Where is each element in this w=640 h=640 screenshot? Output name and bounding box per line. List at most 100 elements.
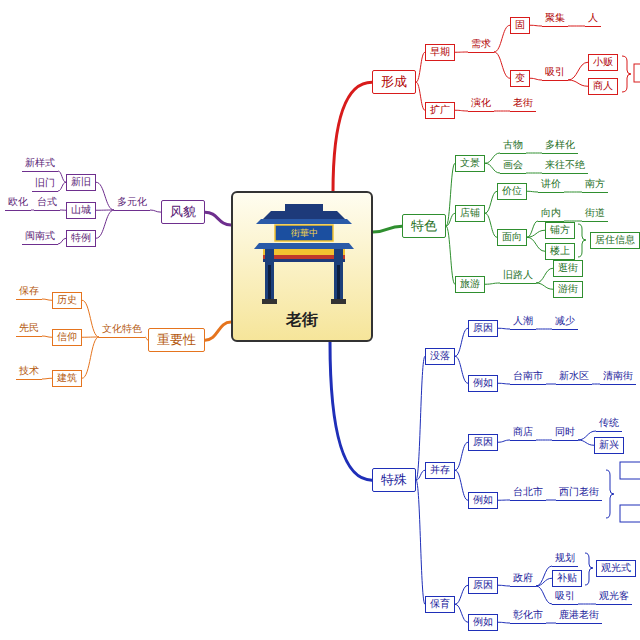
branch-line (455, 356, 468, 383)
branch-line (455, 604, 468, 622)
topic-box: 扩广 (425, 102, 455, 119)
topic-line: 彰化市 (510, 609, 546, 624)
topic-text: 闽南式 (25, 230, 55, 241)
topic-text: 逛街 (558, 262, 578, 273)
topic-line: 人 (585, 12, 601, 27)
topic-text: 旧路人 (503, 269, 533, 280)
branch-line (42, 378, 52, 380)
branch-line (455, 52, 468, 53)
topic-line: 清南街 (600, 370, 636, 385)
topic-box: 铺方 (545, 222, 575, 239)
topic-box: 并存 (425, 462, 455, 479)
topic-line: 鹿港老街 (556, 609, 602, 624)
topic-text: 规划 (555, 552, 575, 563)
branch-line (527, 230, 545, 237)
branch-line (526, 173, 542, 174)
branch-line (96, 210, 114, 238)
topic-text: 古物 (503, 139, 523, 150)
branch-line (568, 62, 588, 80)
topic-box: 历史 (52, 292, 82, 309)
topic-text: 补贴 (557, 572, 577, 583)
topic-line: 旧门 (32, 177, 58, 192)
topic-text: 风貌 (170, 204, 196, 219)
branch-line (82, 300, 99, 337)
branch-line (485, 153, 500, 163)
branch-line (536, 440, 552, 441)
topic-box: 例如 (468, 375, 498, 392)
topic-box: 保育 (425, 596, 455, 613)
branch-line (58, 171, 66, 182)
topic-line: 向内 (538, 207, 564, 222)
branch-line (205, 212, 231, 225)
topic-line: 来往不绝 (542, 159, 588, 174)
branch-line (536, 283, 553, 289)
topic-line: 多样化 (542, 139, 578, 154)
topic-text: 多元化 (117, 196, 147, 207)
branch-line (485, 163, 500, 173)
topic-line: 旧路人 (500, 269, 536, 284)
branch-box: 特色 (402, 214, 446, 238)
branch-line (58, 238, 66, 244)
topic-text: 来往不绝 (545, 159, 585, 170)
topic-line: 吸引 (542, 66, 568, 81)
branch-line (526, 153, 542, 154)
branch-line (536, 578, 552, 586)
topic-box: 新兴 (594, 437, 624, 454)
topic-line: 画会 (500, 159, 526, 174)
branch-line (333, 82, 372, 192)
topic-box: 居住信息 (590, 232, 640, 249)
topic-text: 居住信息 (595, 234, 635, 245)
topic-text: 铺方 (550, 224, 570, 235)
topic-box: 文景 (455, 155, 485, 172)
topic-line: 西门老街 (556, 486, 602, 501)
branch-line (96, 182, 114, 210)
topic-box: 变 (510, 70, 530, 87)
topic-text: 观光式 (601, 562, 631, 573)
branch-box: 重要性 (148, 328, 205, 352)
topic-box: 信仰 (52, 329, 82, 346)
branch-line (330, 342, 372, 480)
branch-line (498, 383, 510, 385)
branch-line (455, 328, 468, 356)
branch-line (536, 586, 552, 604)
topic-text: 例如 (473, 377, 493, 388)
branch-line (446, 226, 455, 284)
branch-line (494, 52, 510, 78)
branch-line (494, 111, 510, 112)
topic-text: 讲价 (541, 178, 561, 189)
topic-box: 新旧 (66, 174, 96, 191)
topic-text: 传统 (599, 417, 619, 428)
branch-line (416, 52, 425, 82)
branch-line (568, 80, 588, 86)
topic-line: 文化特色 (99, 323, 145, 338)
topic-line: 观光客 (596, 590, 632, 605)
bracket (606, 470, 614, 518)
bracket (578, 224, 586, 257)
topic-box: 山城 (66, 202, 96, 219)
branch-line (205, 322, 231, 340)
topic-text: 特色 (411, 218, 437, 233)
topic-box: 例如 (468, 492, 498, 509)
topic-text: 鹿港老街 (559, 609, 599, 620)
topic-text: 多样化 (545, 139, 575, 150)
topic-text: 固 (515, 19, 525, 30)
branch-line (42, 299, 52, 300)
topic-box: 原因 (468, 577, 498, 594)
topic-text: 观光客 (599, 590, 629, 601)
topic-box: 商人 (588, 78, 618, 95)
branch-line (498, 500, 510, 501)
topic-line: 演化 (468, 97, 494, 112)
topic-text: 楼上 (550, 245, 570, 256)
sign-text: 街華中 (275, 225, 333, 241)
topic-text: 旅游 (460, 278, 480, 289)
topic-text: 新样式 (25, 157, 55, 168)
topic-text: 新旧 (71, 176, 91, 187)
topic-box: 原因 (468, 320, 498, 337)
topic-text: 没落 (430, 350, 450, 361)
topic-box: 逛街 (553, 260, 583, 277)
topic-text: 建筑 (57, 372, 77, 383)
topic-text: 老街 (513, 97, 533, 108)
topic-line: 讲价 (538, 178, 564, 193)
topic-text: 保存 (19, 285, 39, 296)
branch-line (546, 384, 556, 385)
